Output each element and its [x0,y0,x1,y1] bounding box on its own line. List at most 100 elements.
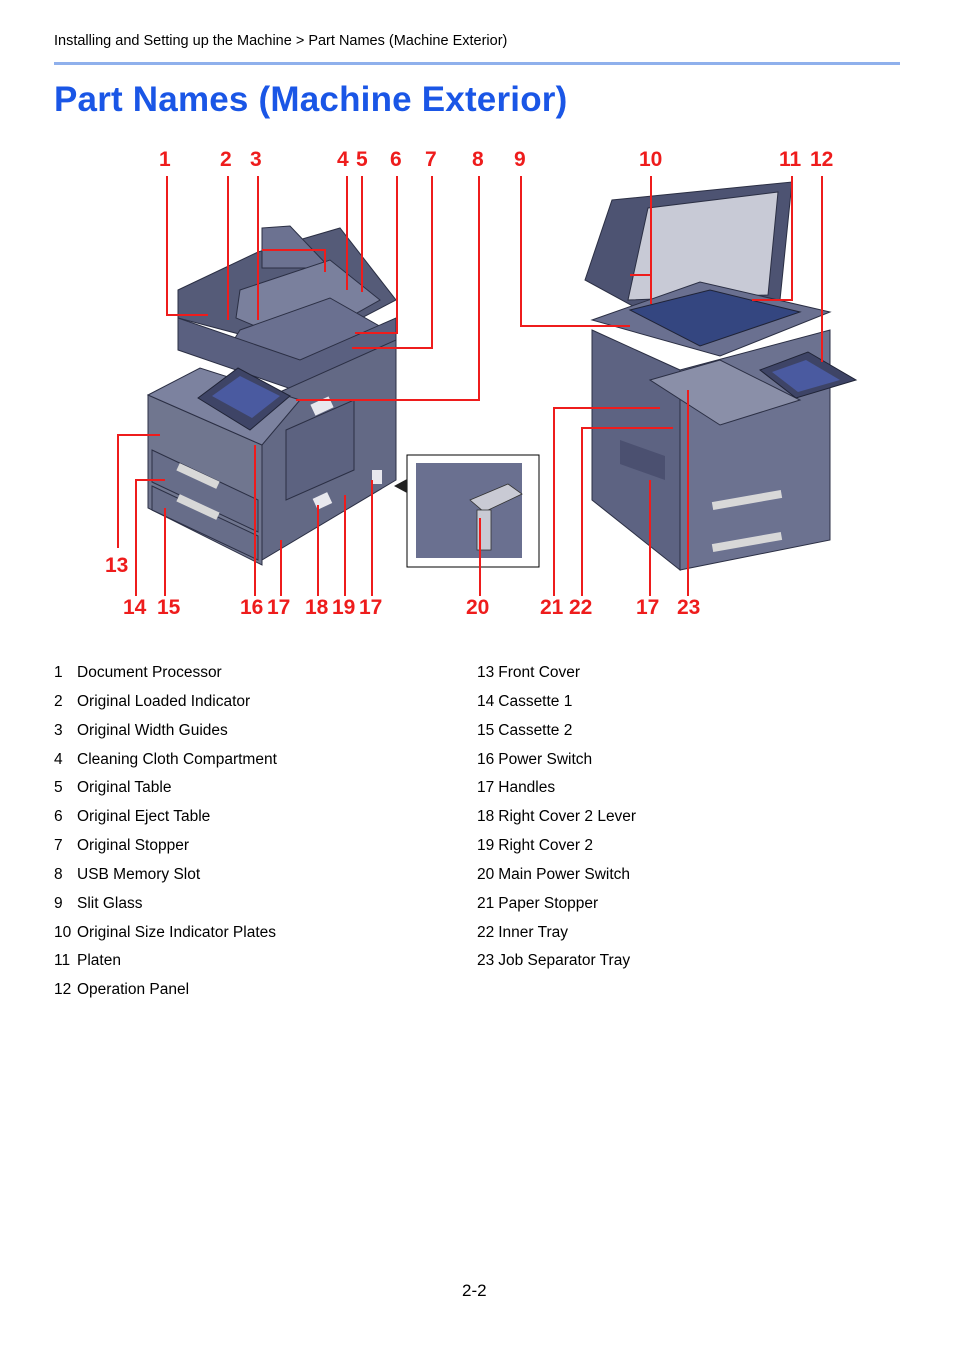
leader-lines [117,176,823,596]
legend-item-label: Original Size Indicator Plates [77,923,277,941]
callout-labels: 1 2 3 4 5 6 7 8 9 10 11 12 13 14 15 16 1… [105,148,833,619]
callout-5: 5 [356,148,368,171]
legend-item: 1 Document Processor [54,664,277,693]
legend-item: 8 USB Memory Slot [54,866,277,895]
legend-item-label: Slit Glass [77,894,143,912]
legend-item-label: USB Memory Slot [77,865,201,883]
callout-11: 11 [779,148,802,171]
legend-item-label: Operation Panel [77,981,190,999]
callout-6: 6 [390,148,402,171]
callout-17a: 17 [267,596,290,619]
legend-item-label: Original Stopper [77,837,190,855]
legend-item-number: 13 [477,664,495,681]
legend-item-number: 22 [477,923,495,941]
callout-7: 7 [425,148,437,171]
legend-item-number: 16 [477,750,495,768]
legend-item-label: Inner Tray [498,923,569,941]
callout-10: 10 [639,148,662,171]
parts-legend-left: 1 Document Processor 2 Original Loaded Indi… [54,664,277,1010]
legend-item: 2 Original Loaded Indicator [54,693,277,722]
legend-item-number: 8 [54,865,63,883]
legend-item-number: 20 [477,865,495,883]
machine-right-illustration [584,181,858,572]
callout-13: 13 [105,554,128,577]
legend-item-number: 2 [54,692,63,710]
legend-item: 4 Cleaning Cloth Compartment [54,751,277,780]
legend-item-number: 17 [477,779,495,797]
callout-1: 1 [159,148,171,171]
legend-item-number: 1 [54,664,63,681]
legend-item-label: Original Table [77,779,172,797]
legend-item-number: 5 [54,779,63,797]
machine-exterior-figure: 1 2 3 4 5 6 7 8 9 10 11 12 13 14 15 16 1… [0,130,954,630]
legend-item-label: Cleaning Cloth Compartment [77,750,277,768]
callout-8: 8 [472,148,484,171]
callout-12: 12 [810,148,833,171]
callout-18: 18 [305,596,329,619]
legend-item-label: Right Cover 2 Lever [498,808,637,826]
legend-item-label: Right Cover 2 [498,837,594,855]
legend-item-number: 11 [54,952,71,970]
legend-item-label: Original Eject Table [77,808,211,826]
legend-item: 5 Original Table [54,779,277,808]
callout-9: 9 [514,148,526,171]
legend-item-number: 6 [54,808,63,826]
callout-17b: 17 [359,596,382,619]
callout-4: 4 [337,148,349,171]
legend-item-label: Front Cover [498,664,581,681]
legend-item-label: Cassette 2 [498,721,573,739]
legend-item-number: 21 [477,894,495,912]
legend-item-number: 18 [477,808,495,826]
legend-item-label: Job Separator Tray [498,952,631,970]
callout-3: 3 [250,148,262,171]
legend-item-label: Handles [498,779,556,797]
callout-2: 2 [220,148,232,171]
callout-22: 22 [569,596,592,619]
legend-item-label: Paper Stopper [498,894,599,912]
legend-item-label: Main Power Switch [498,865,631,883]
main-power-switch-inset [394,454,540,568]
callout-20: 20 [466,596,489,619]
legend-item-number: 15 [477,721,495,739]
callout-23: 23 [677,596,700,619]
legend-item: 3 Original Width Guides [54,722,277,751]
legend-item: 6 Original Eject Table [54,808,277,837]
legend-item-number: 3 [54,721,63,739]
callout-21: 21 [540,596,564,619]
legend-item-label: Original Width Guides [77,721,228,739]
breadcrumb: Installing and Setting up the Machine > … [54,33,508,49]
legend-item: 7 Original Stopper [54,837,277,866]
legend-item-label: Document Processor [77,664,222,681]
page-number: 2-2 [462,1281,487,1300]
callout-19: 19 [332,596,355,619]
legend-item-number: 14 [477,692,495,710]
legend-item-label: Power Switch [498,750,593,768]
legend-item-number: 7 [54,837,63,855]
legend-item-label: Original Loaded Indicator [77,692,251,710]
legend-item-number: 19 [477,837,495,855]
callout-14: 14 [123,596,147,619]
machine-left-illustration [146,225,397,566]
callout-17c: 17 [636,596,659,619]
legend-item-label: Cassette 1 [498,692,573,710]
legend-item-number: 4 [54,750,63,768]
callout-15: 15 [157,596,181,619]
page-title: Part Names (Machine Exterior) [54,80,568,119]
legend-item-label: Platen [77,952,121,970]
header-divider [54,62,900,65]
